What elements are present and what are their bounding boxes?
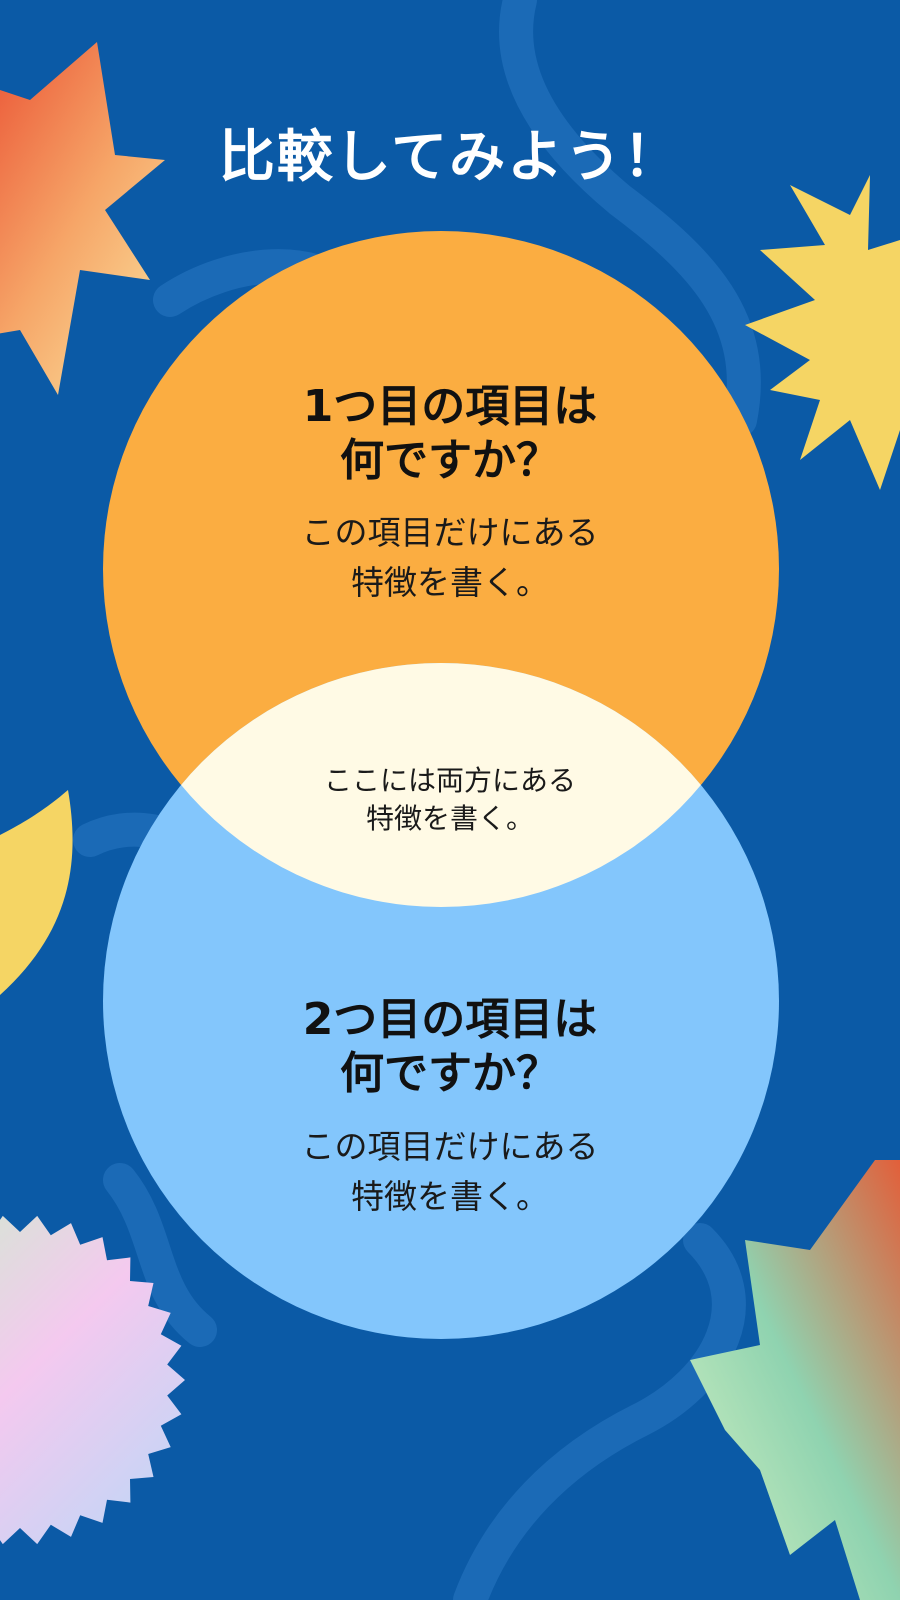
circle-1-title: 1つ目の項目は 何ですか？ xyxy=(302,381,598,486)
seal-shape-bottom-left xyxy=(0,1215,185,1545)
circle-2-body: この項目だけにある 特徴を書く。 xyxy=(301,1127,599,1216)
star-shape-top-left xyxy=(0,42,165,395)
circle-1-body: この項目だけにある 特徴を書く。 xyxy=(301,513,599,602)
page-title: 比較してみよう！ xyxy=(218,125,682,190)
burst-shape-top-right xyxy=(745,175,900,490)
star-shape-bottom-right xyxy=(690,1160,900,1600)
overlap-body: ここには両方にある 特徴を書く。 xyxy=(323,764,576,835)
background-texture xyxy=(73,0,761,1600)
overlap-region xyxy=(103,663,779,907)
half-circle-shape-left xyxy=(0,790,73,995)
circle-2-title: 2つ目の項目は 何ですか？ xyxy=(302,994,598,1099)
